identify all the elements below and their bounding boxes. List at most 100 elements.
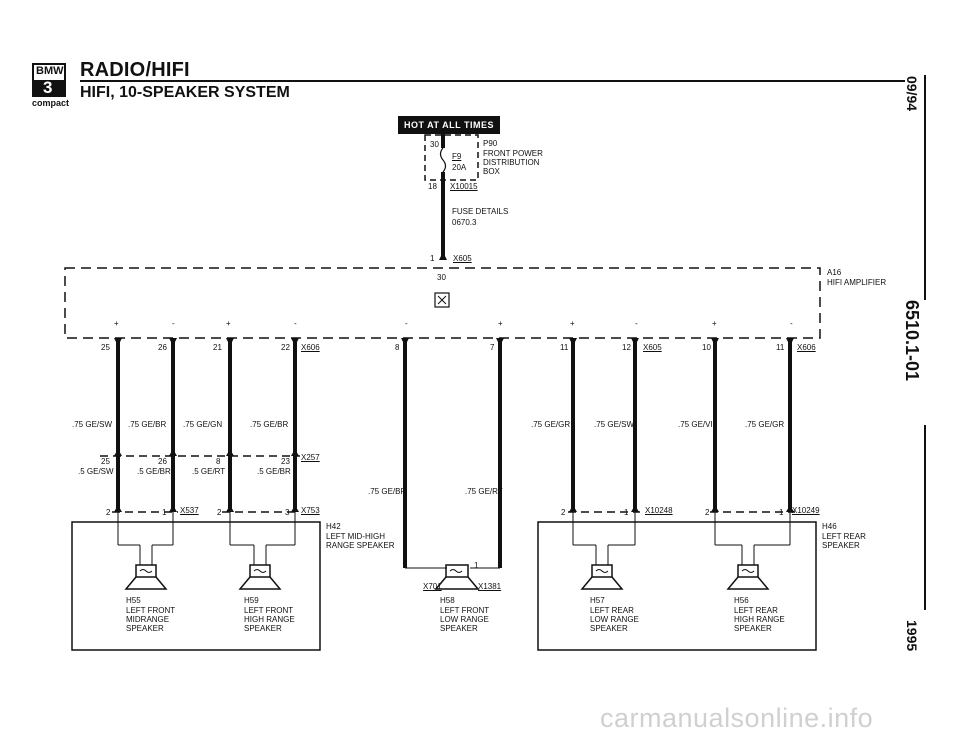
speaker-icon-h58 [434,564,480,590]
x753-pin-3: 3 [285,508,290,517]
page-title: RADIO/HIFI [80,59,190,81]
connector-x257: X257 [301,453,320,462]
speaker-h56-desc: LEFT REAR HIGH RANGE SPEAKER [734,606,785,633]
amp-polarity-2: - [172,319,175,328]
amp-polarity-7: + [570,319,575,328]
fuse-details-ref: 0670.3 [452,218,477,227]
connector-x701: X701 [423,582,442,591]
fuse-pin-out: 18 [428,182,437,191]
speaker-h58-code: H58 [440,596,455,605]
x537-pin-2: 2 [106,508,111,517]
pin-7: 7 [490,343,495,352]
amp-pin-30: 30 [437,273,446,282]
wire-label-7: .5 GE/RT [192,467,226,476]
speaker-h56-code: H56 [734,596,749,605]
page-subtitle: HIFI, 10-SPEAKER SYSTEM [80,84,290,101]
logo-text: BMW [36,65,64,77]
amp-polarity-9: + [712,319,717,328]
speaker-h57-code: H57 [590,596,605,605]
speaker-h59-code: H59 [244,596,259,605]
x257-pin-26: 26 [158,457,167,466]
speaker-h42-desc: LEFT MID-HIGH RANGE SPEAKER [326,532,395,550]
watermark: carmanualsonline.info [600,703,874,733]
pin-21: 21 [213,343,222,352]
connector-x10249: X10249 [792,506,820,515]
speaker-h58-desc: LEFT FRONT LOW RANGE SPEAKER [440,606,490,633]
pin-12: 12 [622,343,631,352]
wire-label-12: .75 GE/SW [594,420,635,429]
speaker-icon-h55 [124,564,168,590]
amp-polarity-10: - [790,319,793,328]
amp-polarity-4: - [294,319,297,328]
amp-pin-top: 1 [430,254,435,263]
x10249-pin-1: 1 [779,508,784,517]
connector-x1381: X1381 [478,582,502,591]
pin-11b: 11 [776,343,785,352]
hot-at-all-times-badge: HOT AT ALL TIMES [398,116,500,134]
logo-series: 3 [43,78,53,97]
pin-25: 25 [101,343,110,352]
amp-code: A16 [827,268,842,277]
speaker-h55-desc: LEFT FRONT MIDRANGE SPEAKER [126,606,176,633]
connector-x605b: X605 [643,343,662,352]
amp-polarity-3: + [226,319,231,328]
wire-label-2: .75 GE/BR [128,420,167,429]
wire-label-1: .75 GE/SW [72,420,113,429]
speaker-h46-code: H46 [822,522,837,531]
amp-connector-top: X605 [453,254,472,263]
fuse-name: F9 [452,152,462,161]
fuse-box-code: P90 [483,139,498,148]
wire-label-5: .5 GE/SW [78,467,114,476]
wire-label-14: .75 GE/GR [745,420,785,429]
connector-x606a: X606 [301,343,320,352]
wire-label-10: .75 GE/RT [465,487,503,496]
pin-26: 26 [158,343,167,352]
pin-10: 10 [702,343,711,352]
x753-pin-2: 2 [217,508,222,517]
speaker-icon-h59 [238,564,282,590]
fuse-pin-in: 30 [430,140,439,149]
wire-label-8: .5 GE/BR [257,467,291,476]
wire-label-6: .5 GE/BR [137,467,171,476]
x10249-pin-2: 2 [705,508,710,517]
speaker-h57-desc: LEFT REAR LOW RANGE SPEAKER [590,606,639,633]
speaker-h55-code: H55 [126,596,141,605]
amp-polarity-1: + [114,319,119,328]
x1381-pin-1: 1 [474,561,479,570]
fuse-rating: 20A [452,163,467,172]
speaker-h59-desc: LEFT FRONT HIGH RANGE SPEAKER [244,606,295,633]
x10248-pin-1: 1 [624,508,629,517]
bmw-logo: BMW 3 [32,63,66,97]
wire-label-9: .75 GE/BR [368,487,407,496]
x257-pin-25: 25 [101,457,110,466]
speaker-icon-h57 [580,564,624,590]
fuse-box-desc: FRONT POWER DISTRIBUTION BOX [483,149,543,176]
wire-label-4: .75 GE/BR [250,420,289,429]
connector-x537: X537 [180,506,199,515]
x257-pin-23: 23 [281,457,290,466]
pin-8: 8 [395,343,400,352]
bmw-logo-icon [32,63,66,97]
x537-pin-1: 1 [162,508,167,517]
amp-polarity-8: - [635,319,638,328]
pin-22: 22 [281,343,290,352]
x257-pin-8: 8 [216,457,221,466]
speaker-icon-h56 [726,564,770,590]
pin-11: 11 [560,343,569,352]
connector-x753: X753 [301,506,320,515]
x10248-pin-2: 2 [561,508,566,517]
amp-polarity-6: + [498,319,503,328]
fuse-connector: X10015 [450,182,478,191]
amp-desc: HIFI AMPLIFIER [827,278,887,287]
speaker-h42-code: H42 [326,522,341,531]
logo-sub: compact [32,98,70,108]
wire-label-3: .75 GE/GN [183,420,223,429]
fuse-details-label: FUSE DETAILS [452,207,509,216]
speaker-h46-desc: LEFT REAR SPEAKER [822,532,866,550]
connector-x606b: X606 [797,343,816,352]
wire-label-13: .75 GE/VI [678,420,713,429]
amp-polarity-5: - [405,319,408,328]
connector-x10248: X10248 [645,506,673,515]
wire-label-11: .75 GE/GR [531,420,571,429]
